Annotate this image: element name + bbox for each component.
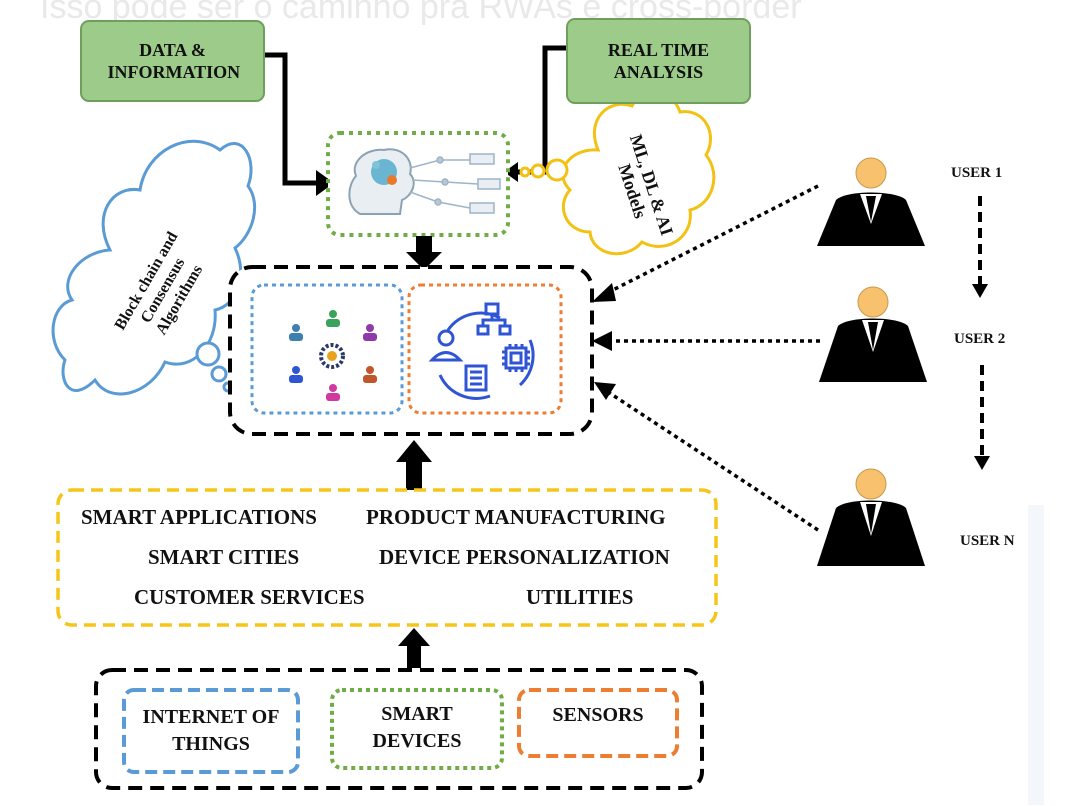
user1-figure-icon: [817, 157, 925, 246]
person-green-icon: [326, 310, 340, 327]
person-blue-icon: [289, 366, 303, 383]
user2-to-usern-arrow: [974, 365, 990, 470]
ai-head-icon: [348, 148, 415, 215]
person-icon: [428, 329, 464, 362]
data-information-box: DATA & INFORMATION: [80, 20, 265, 102]
background-side-panel: [1028, 505, 1044, 805]
usern-label: USER N: [960, 533, 1015, 549]
central-hub: [228, 265, 594, 436]
person-purple-icon: [363, 324, 377, 341]
people-network-icon: [289, 310, 377, 401]
device-personalization-label: DEVICE PERSONALIZATION: [379, 545, 670, 569]
ai-circuit-lines-icon: [409, 153, 501, 214]
utilities-label: UTILITIES: [526, 585, 634, 609]
user1-label: USER 1: [951, 165, 1003, 181]
center-gear-icon: [319, 343, 345, 369]
ai-analytics-box: [326, 131, 510, 237]
blockchain-cloud: [51, 139, 257, 396]
data-to-ai-connector: [265, 52, 334, 196]
flowchart-icon: [476, 302, 512, 336]
user1-to-hub-arrow: [592, 184, 819, 302]
usern-figure-icon: [817, 468, 925, 566]
product-manufacturing-label: PRODUCT MANUFACTURING: [366, 505, 666, 529]
user2-to-hub-arrow: [592, 331, 820, 351]
apps-to-hub-arrow: [396, 440, 432, 490]
user1-to-user2-arrow: [972, 196, 988, 298]
chip-icon: [502, 344, 530, 372]
devices-box: [94, 668, 704, 790]
realtime-analysis-box: REAL TIME ANALYSIS: [566, 18, 751, 104]
usern-to-hub-arrow: [594, 382, 819, 532]
sensors-label: SENSORS: [552, 704, 644, 726]
customer-services-label: CUSTOMER SERVICES: [134, 585, 365, 609]
data-information-label: DATA & INFORMATION: [107, 40, 241, 82]
user2-figure-icon: [819, 286, 927, 382]
smart-applications-label: SMART APPLICATIONS: [81, 505, 317, 529]
devices-to-apps-arrow: [398, 628, 430, 668]
document-icon: [464, 364, 488, 392]
person-orange-icon: [363, 366, 377, 383]
user2-label: USER 2: [954, 331, 1006, 347]
person-pink-icon: [326, 384, 340, 401]
automation-cycle-icon: [428, 302, 535, 400]
ml-cloud: [519, 90, 716, 256]
iot-label: INTERNET OF THINGS: [142, 706, 280, 755]
person-teal-icon: [289, 324, 303, 341]
ai-to-hub-arrow: [406, 236, 442, 270]
smart-devices-label: SMART DEVICES: [372, 703, 462, 752]
smart-cities-label: SMART CITIES: [148, 545, 300, 569]
applications-box: [56, 488, 718, 627]
realtime-analysis-label: REAL TIME ANALYSIS: [607, 40, 710, 82]
